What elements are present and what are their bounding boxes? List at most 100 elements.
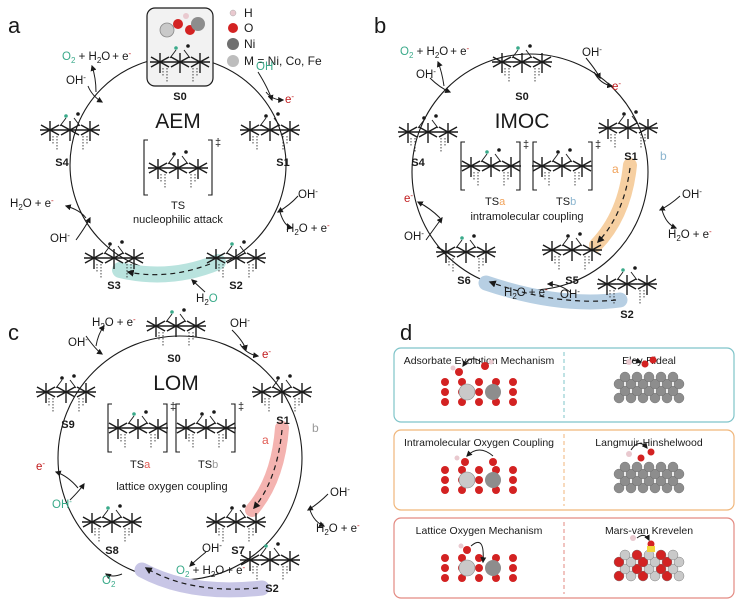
imoc-arrow-oh-in-b: [658, 195, 681, 211]
slab-oxygen-atom: [475, 388, 483, 396]
slab-metal-atom-ni: [485, 560, 501, 576]
slab-oxygen-atom: [492, 574, 500, 582]
adsorbate-o-atom: [516, 46, 520, 50]
catalyst-surface-motif: [148, 150, 208, 188]
surface-o: [647, 540, 655, 548]
bulk-atom: [655, 461, 667, 473]
bulk-atom: [643, 563, 655, 575]
bulk-atom: [661, 556, 673, 568]
lom-state-s2: S2: [265, 583, 278, 595]
adsorbed-o: [461, 458, 469, 466]
adsorbate-o-atom: [212, 410, 216, 414]
imoc-text-o2-h2o-e-top: O2 + H2O+ e-: [400, 44, 470, 60]
bulk-atom: [631, 385, 643, 397]
bulk-atom: [655, 371, 667, 383]
bulk-atom: [625, 378, 637, 390]
mechanism-imoc-name: Intramolecular Oxygen Coupling: [404, 437, 554, 449]
adsorbate-o-atom: [230, 506, 234, 510]
bulk-atom: [673, 556, 685, 568]
slab-oxygen-atom: [441, 398, 449, 406]
mechanism-lom-name: Lattice Oxygen Mechanism: [416, 525, 543, 537]
surface-bond: [103, 245, 111, 255]
lom-ts-a-dagger: ‡: [170, 401, 176, 413]
slab-oxygen-atom: [492, 378, 500, 386]
lattice-arrow: [470, 542, 487, 564]
surface-bond: [165, 313, 173, 323]
aem-arrow-oh-in-s3: [75, 216, 91, 241]
slab-oxygen-atom: [458, 486, 466, 494]
bulk-atom: [649, 556, 661, 568]
aem-arrow-e-out-s0: [265, 91, 285, 103]
gas-o: [649, 356, 657, 364]
bulk-atom: [655, 475, 667, 487]
bulk-atom: [619, 549, 631, 561]
aem-surfaces: [40, 44, 300, 278]
imoc-text-e-s6: e-: [404, 191, 413, 205]
mechanism-aem-kinetics: Eley-Rideal: [622, 355, 676, 367]
bulk-atom: [613, 468, 625, 480]
imoc-arrow-e-out-s6: [416, 201, 441, 219]
surface-bond: [511, 49, 519, 59]
slab-metal-atom-m: [458, 559, 476, 577]
surface-bond: [179, 313, 187, 323]
lom-state-s9: S9: [61, 419, 74, 431]
lom-arrow-o2-out-s8: [105, 573, 123, 580]
imoc-state-s1: S1: [624, 151, 637, 163]
catalyst-surface-motif: [84, 240, 144, 278]
slab-oxygen-atom: [458, 554, 466, 562]
adsorbate-o-atom: [633, 266, 637, 270]
bulk-atom: [619, 563, 631, 575]
adsorbate-o-atom: [264, 114, 268, 118]
lom-text-o2-h2o-e-bottom: O2 + H2O+ e-: [176, 563, 246, 579]
bulk-atom: [661, 570, 673, 582]
aem-arrow-o2-out-s4: [90, 64, 97, 93]
slab-oxygen-atom: [441, 554, 449, 562]
aem-ts-dagger: ‡: [215, 137, 221, 149]
surface-bond: [69, 379, 77, 389]
incoming-oh-o: [481, 362, 489, 370]
bulk-atom: [625, 570, 637, 582]
legend-m-swatch: [227, 55, 239, 67]
bulk-atom: [631, 475, 643, 487]
bulk-atom: [649, 570, 661, 582]
slab-oxygen-atom: [475, 486, 483, 494]
imoc-state-s4: S4: [411, 157, 425, 169]
adsorbed-h: [630, 535, 636, 541]
aem-arrow-water-out-s3: [64, 204, 87, 219]
bulk-atom: [625, 482, 637, 494]
aem-ts-label: TS: [171, 200, 185, 212]
surface-bond: [561, 237, 569, 247]
surface-bond: [285, 379, 293, 389]
bulk-atom: [661, 378, 673, 390]
surface-bond: [225, 245, 233, 255]
bulk-atom: [673, 570, 685, 582]
attack-arrow: [462, 358, 482, 367]
slab-oxygen-atom: [509, 564, 517, 572]
bulk-atom: [613, 482, 625, 494]
adsorbate-o-atom: [144, 410, 148, 414]
bulk-atom: [667, 549, 679, 561]
gas-o: [641, 360, 649, 368]
catalyst-surface-motif: [82, 504, 142, 542]
imoc-text-e-s0: e-: [612, 79, 621, 93]
aem-arrow-oh-in-s4: [87, 85, 104, 103]
adsorbate-o-atom: [621, 268, 625, 272]
imoc-text-water-e-b: H2O+ e-: [668, 227, 712, 243]
adsorbate-o-atom: [276, 112, 280, 116]
lom-arrow-water-out-b: [309, 509, 326, 528]
langmuir-hinshelwood-illustration: [613, 442, 685, 494]
adsorbate-o-atom: [556, 150, 560, 154]
panel-letter-a: a: [8, 13, 21, 38]
surface-bond: [273, 547, 281, 557]
bulk-atom: [631, 371, 643, 383]
imoc-state-s0: S0: [515, 91, 528, 103]
aem-state-s3: S3: [107, 280, 120, 292]
lom-arrow-oh-in-s7: [189, 551, 207, 567]
slab-oxygen-atom: [441, 574, 449, 582]
adsorbate-o-atom: [108, 242, 112, 246]
bulk-atom: [649, 482, 661, 494]
aem-state-s1: S1: [276, 157, 289, 169]
gas-h: [626, 359, 632, 365]
adsorbate-o-atom: [106, 506, 110, 510]
bulk-atom: [655, 549, 667, 561]
